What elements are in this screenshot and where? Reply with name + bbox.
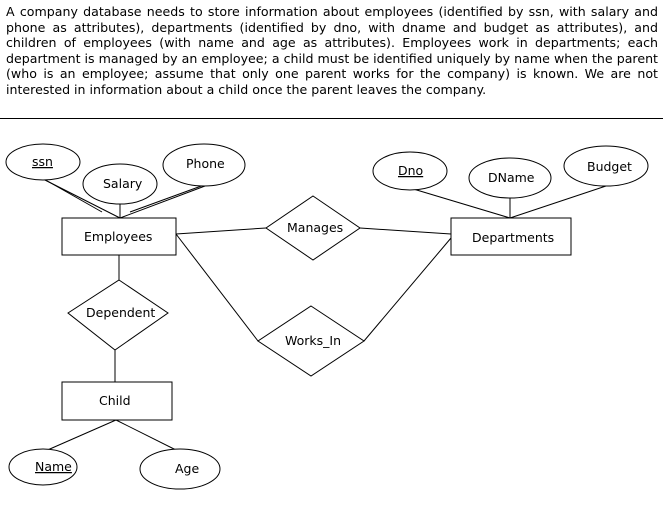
- svg-text:Salary: Salary: [103, 176, 143, 191]
- svg-text:Budget: Budget: [587, 159, 632, 174]
- attribute-ssn: ssn: [5, 143, 81, 181]
- relationship-manages: Manages: [265, 195, 361, 261]
- svg-text:Dependent: Dependent: [86, 305, 155, 320]
- attribute-dname: DName: [468, 157, 552, 199]
- entity-child: Child: [61, 381, 173, 421]
- attribute-phone: Phone: [162, 143, 246, 187]
- svg-text:Manages: Manages: [287, 220, 343, 235]
- svg-text:Age: Age: [175, 461, 199, 476]
- divider-line: [0, 118, 663, 119]
- entity-employees: Employees: [61, 217, 177, 256]
- relationship-works-in: Works_In: [257, 305, 365, 377]
- connector-lines: [40, 177, 607, 453]
- attribute-name: Name: [8, 448, 78, 486]
- svg-text:ssn: ssn: [32, 154, 53, 169]
- svg-text:DName: DName: [488, 170, 535, 185]
- svg-text:Phone: Phone: [186, 156, 225, 171]
- svg-text:Dno: Dno: [398, 163, 423, 178]
- svg-text:Works_In: Works_In: [285, 333, 341, 348]
- relationship-dependent: Dependent: [67, 279, 169, 351]
- attribute-dno: Dno: [372, 151, 448, 191]
- svg-text:Departments: Departments: [472, 230, 554, 245]
- svg-text:Child: Child: [99, 393, 131, 408]
- svg-text:Name: Name: [35, 459, 72, 474]
- problem-statement: A company database needs to store inform…: [6, 4, 658, 97]
- attribute-budget: Budget: [563, 145, 649, 187]
- entity-departments: Departments: [450, 217, 572, 256]
- attribute-salary: Salary: [82, 163, 158, 205]
- svg-text:Employees: Employees: [84, 229, 152, 244]
- attribute-age: Age: [139, 448, 221, 490]
